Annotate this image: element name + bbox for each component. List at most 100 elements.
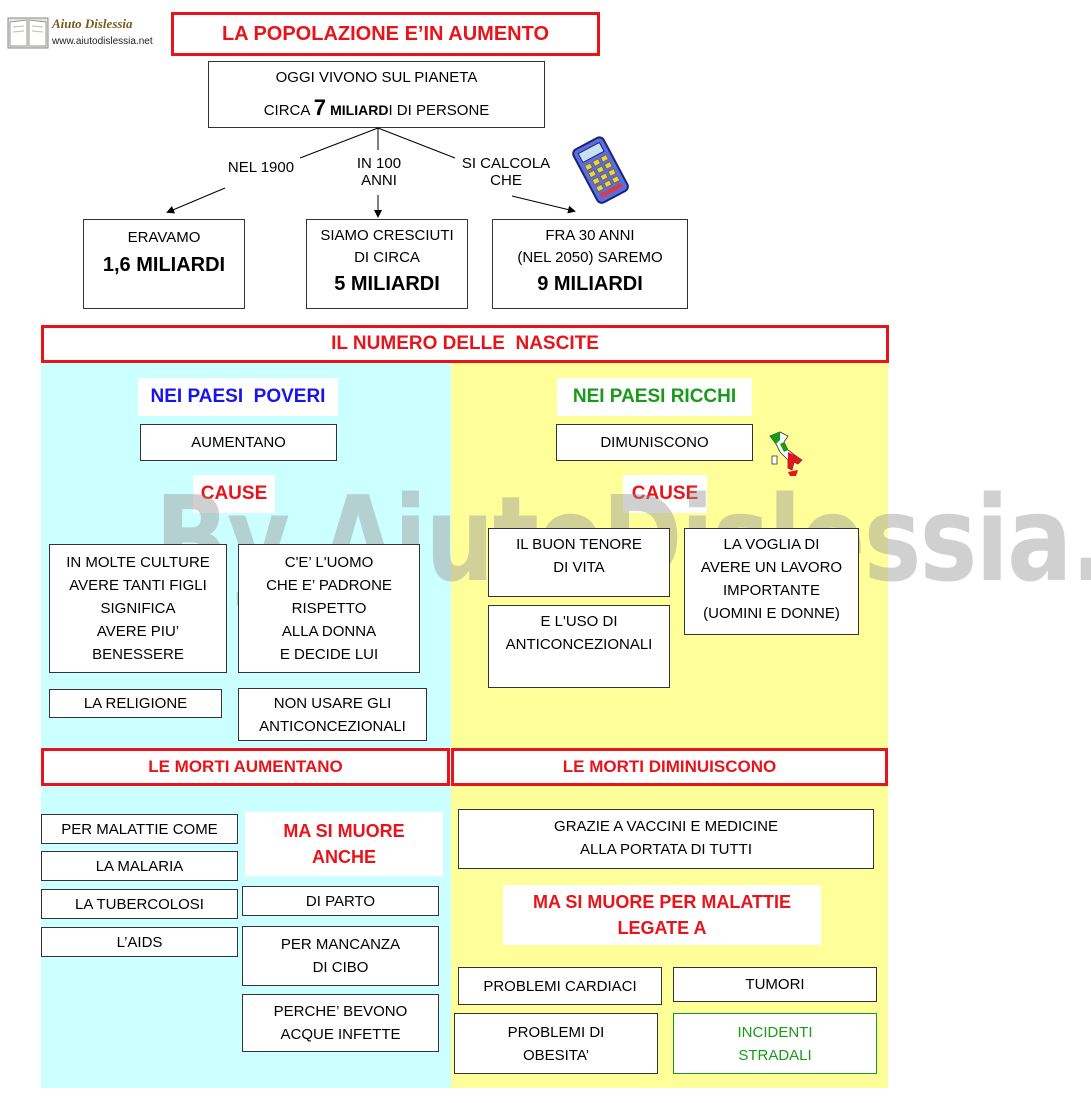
cause-line: IN MOLTE CULTURE	[66, 554, 210, 571]
branch-label-forecast-line1: SI CALCOLA	[461, 155, 551, 172]
result-forecast-line1: FRA 30 ANNI	[545, 227, 635, 244]
main-title: LA POPOLAZIONE E’IN AUMENTO	[171, 12, 600, 56]
disease-item: L’AIDS	[41, 927, 238, 957]
result-1900-value: 1,6 MILIARDI	[102, 254, 226, 276]
deaths-down-reason: GRAZIE A VACCINI E MEDICINE ALLA PORTATA…	[458, 809, 874, 869]
cause-line: DI VITA	[553, 559, 605, 576]
result-forecast-line2: (NEL 2050) SAREMO	[517, 249, 663, 266]
deaths-down-title: LE MORTI DIMINUISCONO	[451, 748, 888, 786]
today-pre: CIRCA	[263, 102, 314, 119]
cause-line: E DECIDE LUI	[279, 646, 379, 663]
branch-connectors	[166, 127, 576, 218]
today-line2: CIRCA 7 MILIARDI DI PERSONE	[264, 93, 490, 126]
cause-line: ACQUE INFETTE	[280, 1026, 401, 1043]
branch-label-100-years: IN 100 ANNI	[340, 155, 418, 189]
poor-cause-man: C'E’ L'UOMO CHE E’ PADRONE RISPETTO ALLA…	[238, 544, 420, 673]
also-label-line1: MA SI MUORE	[283, 821, 405, 841]
label-line2: LEGATE A	[617, 918, 707, 938]
poor-cause-culture: IN MOLTE CULTURE AVERE TANTI FIGLI SIGNI…	[49, 544, 227, 673]
result-100-line2: DI CIRCA	[354, 249, 420, 266]
also-label-line2: ANCHE	[311, 847, 376, 867]
cause-line: SIGNIFICA	[100, 600, 176, 617]
death-cause-water: PERCHE’ BEVONO ACQUE INFETTE	[242, 994, 439, 1052]
poor-cause-religion: LA RELIGIONE	[49, 689, 222, 718]
poor-causes-label: CAUSE	[193, 475, 275, 513]
disease-tumors: TUMORI	[673, 967, 877, 1002]
cause-line: BENESSERE	[92, 646, 184, 663]
cause-line: DI CIBO	[312, 959, 369, 976]
rich-cause-work: LA VOGLIA DI AVERE UN LAVORO IMPORTANTE …	[684, 528, 859, 635]
disease-item: PER MALATTIE COME	[41, 814, 238, 844]
result-100-years: SIAMO CRESCIUTI DI CIRCA 5 MILIARDI	[306, 219, 468, 309]
cause-line: ALLA DONNA	[281, 623, 377, 640]
cause-line: ANTICONCEZIONALI	[505, 636, 653, 653]
poor-trend: AUMENTANO	[140, 424, 337, 461]
disease-line: PROBLEMI DI	[507, 1023, 605, 1041]
poor-cause-contraception: NON USARE GLI ANTICONCEZIONALI	[238, 688, 427, 741]
disease-line: STRADALI	[738, 1046, 812, 1064]
result-100-value: 5 MILIARDI	[334, 273, 440, 295]
disease-cardiac: PROBLEMI CARDIACI	[458, 967, 662, 1005]
rich-trend: DIMUNISCONO	[556, 424, 753, 461]
main-title-text: LA POPOLAZIONE E’IN AUMENTO	[221, 22, 550, 45]
calculator-icon	[572, 136, 629, 204]
today-post: I DI PERSONE	[388, 102, 490, 119]
cause-line: IL BUON TENORE	[516, 536, 642, 553]
cause-line: LA VOGLIA DI	[723, 536, 820, 553]
cause-line: C'E’ L'UOMO	[284, 554, 374, 571]
deaths-up-title-text: LE MORTI AUMENTANO	[148, 757, 343, 776]
label-line1: MA SI MUORE PER MALATTIE	[533, 892, 791, 912]
rich-cause-living-standard: IL BUON TENORE DI VITA	[488, 528, 670, 597]
deaths-down-label: MA SI MUORE PER MALATTIE LEGATE A	[503, 885, 821, 945]
result-100-line1: SIAMO CRESCIUTI	[320, 227, 454, 244]
death-cause-hunger: PER MANCANZA DI CIBO	[242, 926, 439, 986]
cause-line: (UOMINI E DONNE)	[703, 605, 840, 622]
poor-heading: NEI PAESI POVERI	[138, 378, 338, 416]
cause-line: E L'USO DI	[540, 613, 618, 630]
births-title: IL NUMERO DELLE NASCITE	[41, 325, 889, 363]
death-cause-childbirth: DI PARTO	[242, 886, 439, 916]
branch-label-100-line1: IN 100	[356, 155, 402, 172]
logo: Aiuto Dislessia www.aiutodislessia.net	[6, 14, 158, 52]
disease-line: OBESITA’	[522, 1046, 590, 1064]
result-1900: ERAVAMO 1,6 MILIARDI	[83, 219, 245, 309]
births-title-text: IL NUMERO DELLE NASCITE	[331, 333, 599, 354]
cause-line: ANTICONCEZIONALI	[259, 717, 406, 735]
today-bold: MILIARD	[330, 102, 389, 118]
disease-item: LA TUBERCOLOSI	[41, 889, 238, 919]
rich-heading: NEI PAESI RICCHI	[557, 378, 752, 416]
disease-item: LA MALARIA	[41, 851, 238, 881]
deaths-up-also-label: MA SI MUORE ANCHE	[245, 812, 443, 876]
cause-line: IMPORTANTE	[723, 582, 820, 599]
logo-name: Aiuto Dislessia	[52, 16, 133, 31]
today-line1: OGGI VIVONO SUL PIANETA	[275, 69, 478, 86]
branch-label-forecast: SI CALCOLA CHE	[456, 155, 556, 189]
deaths-up-title: LE MORTI AUMENTANO	[41, 748, 450, 786]
cause-line: PERCHE’ BEVONO	[273, 1003, 408, 1020]
rich-cause-contraception: E L'USO DI ANTICONCEZIONALI	[488, 605, 670, 688]
today-number: 7	[313, 95, 326, 120]
cause-line: CHE E’ PADRONE	[266, 577, 392, 594]
italy-map-icon	[769, 431, 803, 476]
branch-label-1900: NEL 1900	[227, 159, 295, 176]
cause-line: AVERE TANTI FIGLI	[69, 577, 207, 594]
deaths-down-title-text: LE MORTI DIMINUISCONO	[562, 757, 777, 776]
cause-line: AVERE PIU’	[96, 623, 180, 640]
disease-line: INCIDENTI	[737, 1023, 813, 1041]
result-forecast: FRA 30 ANNI (NEL 2050) SAREMO 9 MILIARDI	[492, 219, 688, 309]
logo-url: www.aiutodislessia.net	[52, 36, 153, 47]
reason-line: ALLA PORTATA DI TUTTI	[580, 841, 752, 858]
branch-label-100-line2: ANNI	[361, 172, 397, 189]
cause-line: PER MANCANZA	[280, 936, 401, 953]
cause-line: RISPETTO	[291, 600, 367, 617]
today-box: OGGI VIVONO SUL PIANETA CIRCA 7 MILIARDI…	[208, 61, 545, 128]
rich-causes-label: CAUSE	[623, 475, 707, 513]
disease-road-accidents: INCIDENTI STRADALI	[673, 1013, 877, 1074]
branch-label-forecast-line2: CHE	[490, 172, 522, 189]
cause-line: NON USARE GLI	[273, 694, 392, 712]
disease-obesity: PROBLEMI DI OBESITA’	[454, 1013, 658, 1074]
logo-book-icon	[7, 17, 49, 49]
result-1900-line1: ERAVAMO	[127, 229, 201, 246]
result-forecast-value: 9 MILIARDI	[537, 273, 643, 295]
cause-line: AVERE UN LAVORO	[700, 559, 843, 576]
